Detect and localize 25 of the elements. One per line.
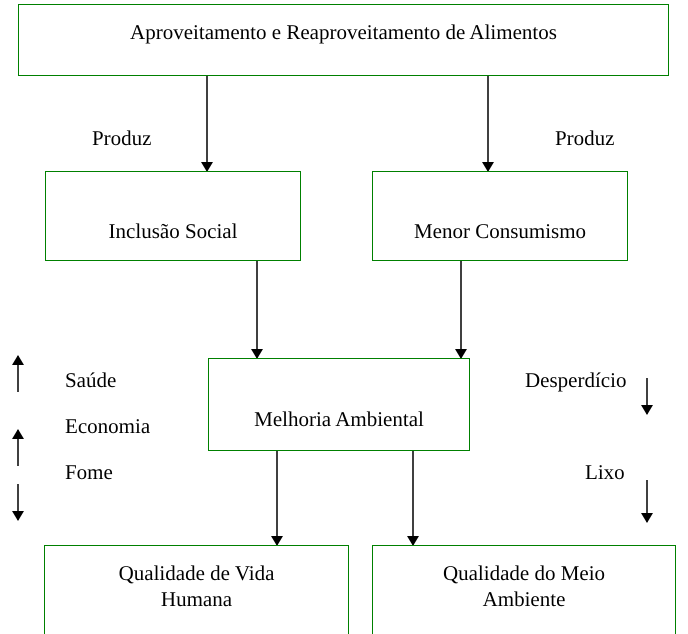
- box-text: Inclusão Social: [108, 218, 238, 244]
- arrow: [271, 451, 283, 546]
- arrow: [455, 261, 467, 359]
- process-box: [208, 358, 470, 451]
- indicator-label: Desperdício: [525, 368, 626, 392]
- arrow: [482, 76, 494, 172]
- arrow: [407, 451, 419, 546]
- edge-label: Produz: [555, 126, 614, 150]
- edge-label: Produz: [92, 126, 152, 150]
- indicator-label: Economia: [65, 414, 150, 438]
- indicator-label: Lixo: [585, 460, 625, 484]
- arrow: [251, 261, 263, 359]
- process-box: [45, 171, 301, 261]
- box-text: Qualidade do Meio Ambiente: [442, 560, 606, 612]
- box-text: Menor Consumismo: [412, 218, 588, 244]
- process-box: [44, 545, 349, 634]
- indicator-label: Saúde: [65, 368, 116, 392]
- process-box: [372, 545, 676, 634]
- box-text: Aproveitamento e Reaproveitamento de Alimentos: [129, 19, 558, 45]
- process-box: [18, 4, 669, 76]
- arrow: [201, 76, 213, 172]
- box-text: Melhoria Ambiental: [253, 406, 425, 432]
- indicator-label: Fome: [65, 460, 113, 484]
- box-text: Qualidade de Vida Humana: [118, 560, 276, 612]
- process-box: [372, 171, 628, 261]
